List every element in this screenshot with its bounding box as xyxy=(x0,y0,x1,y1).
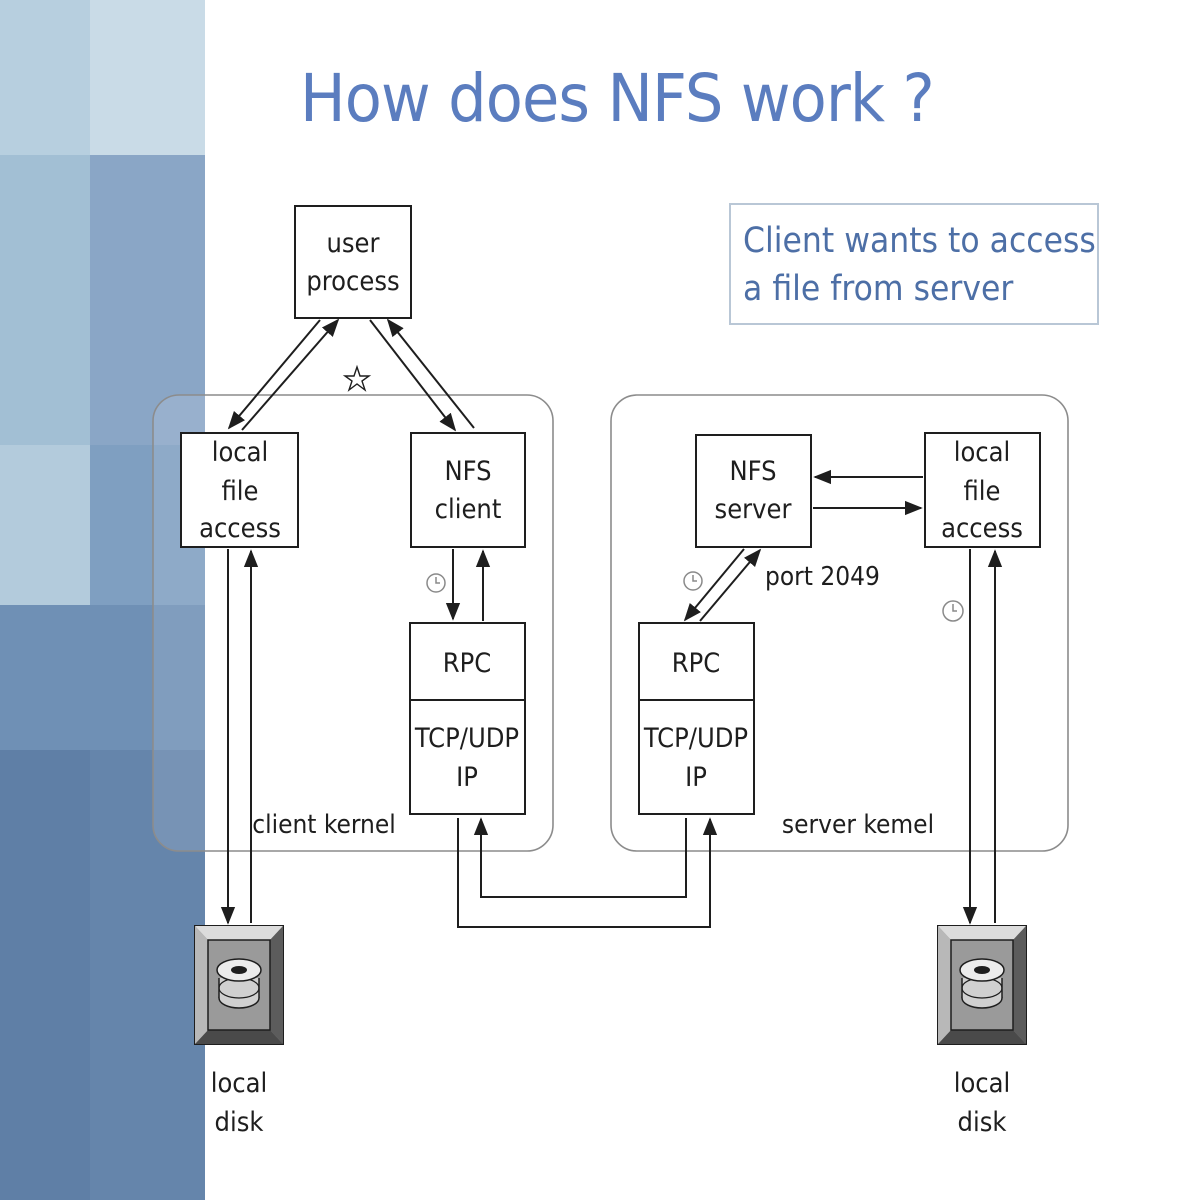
star-icon xyxy=(342,364,372,392)
server-local-file-access-box: local file access xyxy=(924,432,1041,548)
callout-line-2: a file from server xyxy=(743,269,1014,309)
user-process-line-1: user xyxy=(327,228,380,259)
server-rpc-label: RPC xyxy=(672,648,721,679)
client-rpc-stack: RPC TCP/UDP IP xyxy=(409,622,526,815)
user-process-line-2: process xyxy=(306,266,399,297)
svg-text:local: local xyxy=(212,437,269,468)
client-disk-icon xyxy=(194,925,284,1045)
client-disk-label-line-1: local xyxy=(211,1068,268,1099)
arrows xyxy=(220,318,1003,928)
slide-title: How does NFS work ? xyxy=(300,60,935,137)
user-process-box: user process xyxy=(294,205,412,319)
svg-text:client: client xyxy=(435,494,502,525)
svg-text:NFS: NFS xyxy=(729,456,776,487)
decorative-sidebar xyxy=(0,0,205,1200)
svg-text:NFS: NFS xyxy=(444,456,491,487)
svg-text:IP: IP xyxy=(456,762,478,793)
callout-line-1: Client wants to access xyxy=(743,221,1096,261)
svg-text:file: file xyxy=(963,476,1000,507)
clock-icon xyxy=(942,600,964,622)
svg-text:TCP/UDP: TCP/UDP xyxy=(414,723,519,754)
port-label: port 2049 xyxy=(765,562,880,592)
server-rpc-stack: RPC TCP/UDP IP xyxy=(638,622,755,815)
client-local-file-access-box: local file access xyxy=(180,432,299,548)
svg-text:TCP/UDP: TCP/UDP xyxy=(643,723,748,754)
server-disk-label-line-2: disk xyxy=(958,1107,1007,1138)
server-disk-label-line-1: local xyxy=(954,1068,1011,1099)
server-disk-icon xyxy=(937,925,1027,1045)
server-kernel-label: server kemel xyxy=(782,810,934,840)
client-kernel-label: client kernel xyxy=(252,810,396,840)
nfs-client-box: NFS client xyxy=(410,432,526,548)
svg-text:file: file xyxy=(221,476,258,507)
svg-text:access: access xyxy=(199,513,281,544)
svg-text:IP: IP xyxy=(685,762,707,793)
svg-text:local: local xyxy=(954,437,1011,468)
svg-text:server: server xyxy=(715,494,792,525)
client-disk-label-line-2: disk xyxy=(215,1107,264,1138)
clock-icon xyxy=(683,571,703,591)
nfs-server-box: NFS server xyxy=(695,434,812,548)
svg-text:access: access xyxy=(941,513,1023,544)
callout-box: Client wants to access a file from serve… xyxy=(729,203,1099,325)
client-rpc-label: RPC xyxy=(443,648,492,679)
clock-icon xyxy=(426,573,446,593)
